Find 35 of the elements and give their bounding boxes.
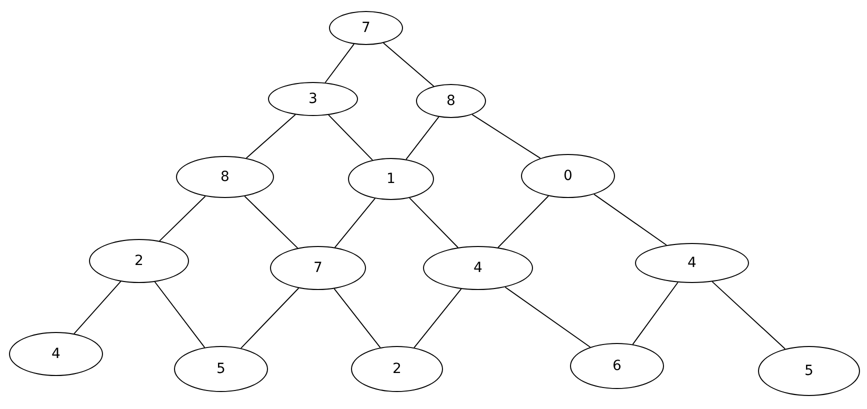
connector-line	[154, 281, 206, 348]
node-value: 4	[688, 255, 696, 271]
connector-line	[594, 194, 667, 246]
connector-line	[74, 280, 122, 334]
connector-line	[246, 114, 296, 159]
node-value: 0	[564, 168, 572, 184]
connector-line	[328, 114, 374, 161]
node-value: 5	[216, 361, 226, 377]
connector-line	[159, 196, 206, 242]
connector-line	[472, 114, 541, 159]
node-value: 8	[446, 93, 456, 109]
connector-line	[244, 196, 298, 249]
connector-line	[334, 288, 381, 348]
node-value: 5	[804, 363, 814, 379]
connector-line	[324, 44, 354, 84]
node-value: 6	[612, 358, 622, 374]
connector-line	[240, 288, 300, 349]
connector-line	[414, 288, 462, 348]
connector-line	[498, 196, 549, 248]
connector-line	[382, 42, 434, 87]
node-value: 8	[220, 169, 230, 185]
node-value: 4	[474, 260, 482, 276]
connector-line	[712, 281, 786, 350]
node-value: 1	[386, 171, 396, 187]
connector-line	[504, 286, 591, 348]
node-value: 2	[134, 253, 144, 269]
connector-line	[334, 198, 376, 248]
node-value: 2	[392, 361, 402, 377]
connector-line	[632, 282, 678, 345]
node-value: 4	[52, 346, 60, 362]
connector-line	[406, 116, 440, 160]
node-value: 7	[362, 20, 370, 36]
node-value: 3	[308, 91, 318, 107]
connector-line	[409, 197, 458, 248]
node-value: 7	[314, 260, 322, 276]
